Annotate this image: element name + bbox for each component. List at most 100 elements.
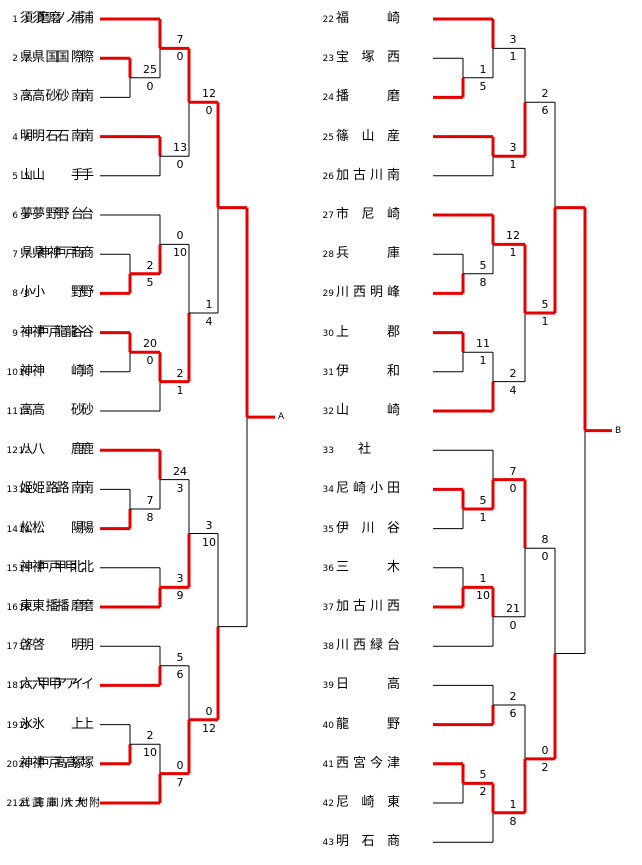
team-name: 武庫川大附 <box>32 796 100 809</box>
seed-number: 1 <box>12 15 18 25</box>
team-name: 高砂 <box>32 403 94 418</box>
seed-number: 14 <box>6 524 18 535</box>
team-name: 松陽 <box>32 520 94 536</box>
seed-number: 11 <box>18 407 30 417</box>
seed-number: 5 <box>12 171 18 182</box>
team-name: 八鹿 <box>32 442 94 458</box>
seed-number: 42 <box>322 799 334 809</box>
team-name: 山崎 <box>336 403 400 418</box>
seed-number: 20 <box>18 759 30 770</box>
seed-number: 6 <box>12 211 18 221</box>
team-name: 神戸甲北 <box>32 559 94 575</box>
team-name: 姫路南 <box>32 481 94 497</box>
seed-number: 39 <box>322 681 334 692</box>
team-name: 姫路南 <box>20 481 84 497</box>
score-upper: 13 <box>173 141 187 155</box>
score-upper: 7 <box>509 464 517 478</box>
score-lower: 8 <box>479 275 487 289</box>
seed-number: 26 <box>322 171 334 182</box>
score-lower: 5 <box>146 275 154 289</box>
score-upper: 5 <box>176 650 184 664</box>
team-name: 宝塚西 <box>336 50 400 66</box>
team-name: 明石商 <box>336 834 400 850</box>
score-lower: 0 <box>176 50 184 64</box>
score-upper: 5 <box>479 258 487 272</box>
team-name: 夢野台 <box>32 207 94 222</box>
score-upper: 8 <box>541 533 549 547</box>
team-name: 福崎 <box>336 11 400 26</box>
seed-number: 12 <box>6 446 18 457</box>
team-name: 氷上 <box>20 716 84 732</box>
team-name: 社 <box>358 442 372 458</box>
team-name: 武庫川大附 <box>20 798 88 809</box>
seed-number: 15 <box>6 563 18 574</box>
score-lower: 1 <box>509 246 517 260</box>
score-upper: 1 <box>205 298 213 311</box>
team-name: 加古川西 <box>336 599 400 614</box>
score-upper: 0 <box>541 743 549 757</box>
team-name: 龍野 <box>336 716 400 732</box>
seed-number: 4 <box>12 132 18 143</box>
team-name: 六甲アイ <box>32 677 94 693</box>
score-lower: 6 <box>176 667 184 681</box>
team-name: 東播磨 <box>20 599 84 614</box>
score-lower: 10 <box>476 589 490 603</box>
score-upper: 11 <box>476 337 490 351</box>
score-lower: 1 <box>541 315 549 328</box>
score-lower: 0 <box>541 550 549 564</box>
team-name: 加古川南 <box>336 167 400 183</box>
score-upper: 12 <box>202 87 216 101</box>
team-name: 氷上 <box>32 716 94 732</box>
score-lower: 2 <box>541 760 549 774</box>
score-lower: 1 <box>509 50 517 64</box>
seed-number: 20 <box>6 759 18 770</box>
score-upper: 5 <box>479 494 487 507</box>
score-upper: 25 <box>143 62 157 76</box>
score-upper: 3 <box>509 33 517 47</box>
seed-number: 21 <box>18 799 30 809</box>
score-lower: 0 <box>146 354 154 368</box>
seed-number: 10 <box>6 367 18 378</box>
seed-number: 6 <box>24 211 30 221</box>
team-name: 篠山産 <box>336 128 400 144</box>
seed-number: 5 <box>24 171 30 182</box>
seed-number: 7 <box>24 250 30 261</box>
team-name: 神崎 <box>20 363 84 379</box>
seed-number: 21 <box>6 799 18 809</box>
score-upper: 1 <box>479 62 487 76</box>
team-name: 川西緑台 <box>336 638 400 654</box>
seed-number: 35 <box>322 524 334 535</box>
seed-number: 27 <box>322 211 334 221</box>
seed-number: 3 <box>12 93 18 104</box>
score-lower: 5 <box>479 79 487 93</box>
team-name: 兵庫 <box>336 246 400 262</box>
score-lower: 6 <box>541 104 549 118</box>
score-lower: 0 <box>176 158 184 172</box>
team-name: 県神戸商 <box>32 246 94 262</box>
team-name: 尼崎小田 <box>336 481 400 497</box>
seed-number: 7 <box>12 250 18 261</box>
score-lower: 2 <box>479 785 487 799</box>
seed-number: 9 <box>24 328 30 339</box>
seed-number: 4 <box>24 132 30 143</box>
